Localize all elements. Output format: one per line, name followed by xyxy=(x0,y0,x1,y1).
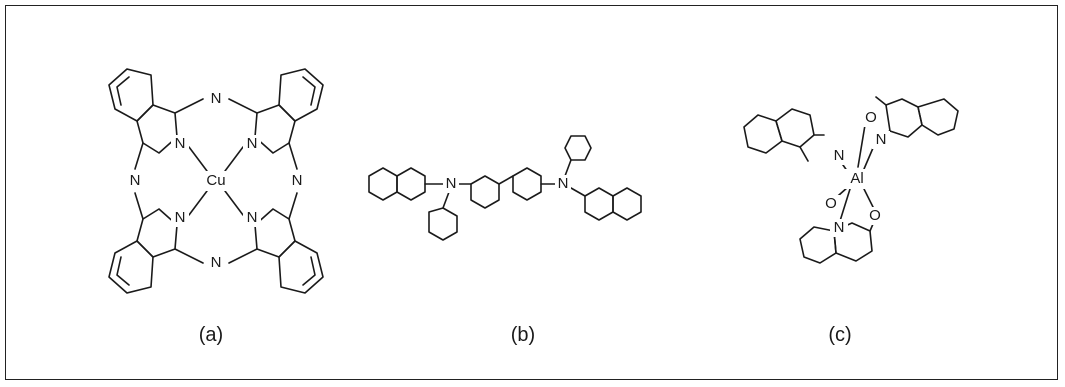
pyrrole-n-top-right: N xyxy=(247,135,258,152)
ligand2-o: O xyxy=(865,109,877,126)
pyrrole-n-top-left: N xyxy=(175,135,186,152)
metal-center-al: Al xyxy=(850,170,863,187)
ligand2-n: N xyxy=(876,131,887,148)
pyrrole-n-bottom-left: N xyxy=(175,209,186,226)
metal-center-cu: Cu xyxy=(206,172,225,189)
ligand3-n: N xyxy=(834,219,845,236)
ligand1-o: O xyxy=(825,195,837,212)
structure-b-aryl-diamine: N N xyxy=(368,135,642,241)
amine-n-right: N xyxy=(558,175,569,192)
caption-a: (a) xyxy=(198,324,224,346)
bridge-n-right: N xyxy=(292,172,303,189)
figure-frame: N N N N N N N N Cu xyxy=(5,5,1058,380)
bridge-n-bottom: N xyxy=(211,254,222,271)
ligand1-n: N xyxy=(834,147,845,164)
caption-c: (c) xyxy=(828,324,852,346)
bridge-n-top: N xyxy=(211,90,222,107)
pyrrole-n-bottom-right: N xyxy=(247,209,258,226)
structure-c-alq3: N O O N N O Al xyxy=(743,96,959,264)
ligand3-o: O xyxy=(869,207,881,224)
amine-n-left: N xyxy=(446,175,457,192)
bridge-n-left: N xyxy=(130,172,141,189)
caption-b: (b) xyxy=(510,324,536,346)
structure-a-copper-phthalocyanine: N N N N N N N N Cu xyxy=(108,68,324,294)
